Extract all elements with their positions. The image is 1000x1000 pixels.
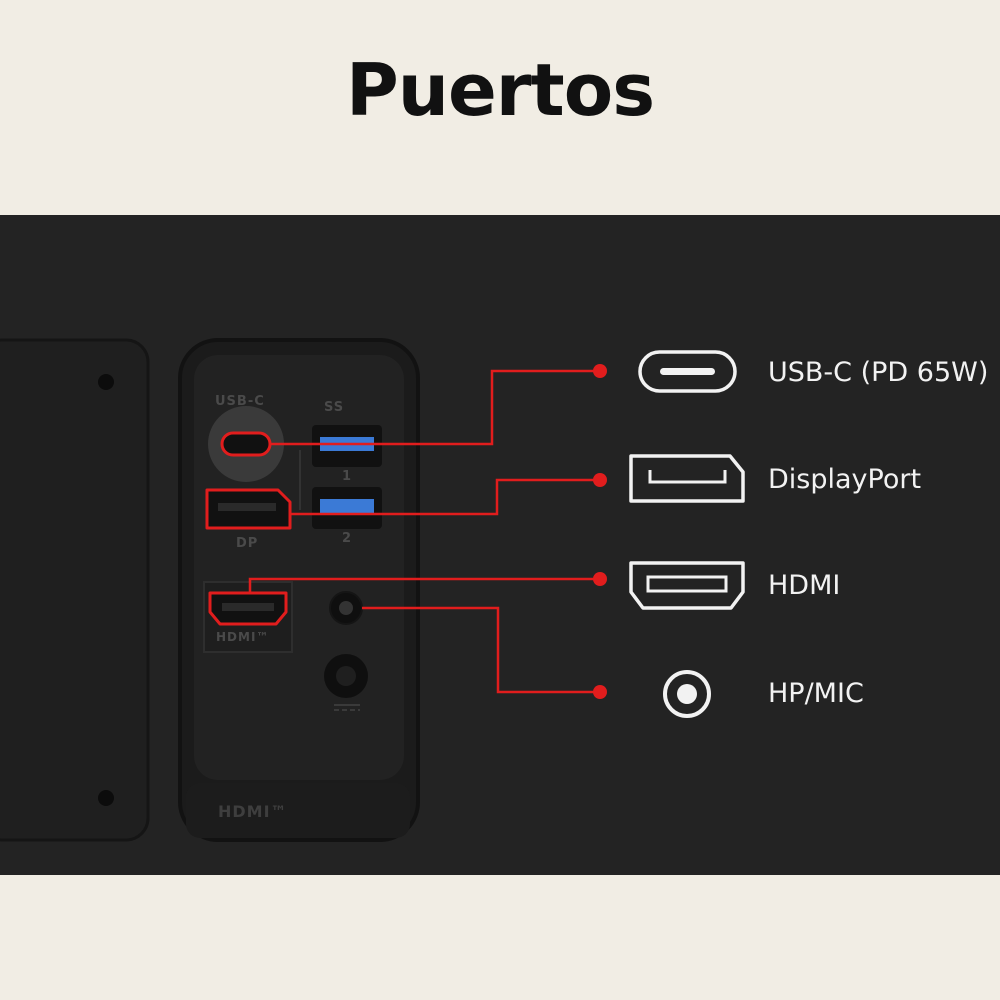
- cover-plate: [0, 338, 150, 842]
- hdmi-pins: [222, 603, 274, 611]
- displayport-icon-slot: [648, 470, 727, 484]
- hdmi-icon: [629, 561, 745, 610]
- callout-line-hdmi: [248, 577, 600, 593]
- legend-label-displayport: DisplayPort: [768, 464, 922, 495]
- usb-c-icon-slot: [660, 368, 715, 375]
- usb-a-port-2-tongue: [320, 499, 374, 513]
- displayport-icon: [629, 454, 745, 503]
- hdmi-panel-label: HDMI™: [216, 630, 270, 644]
- usb-c-panel-label: USB-C: [215, 394, 265, 409]
- callout-line-displayport: [290, 478, 600, 516]
- hdmi-icon-slot: [646, 575, 728, 593]
- legend-label-hdmi: HDMI: [768, 570, 841, 601]
- legend-label-usb-c: USB-C (PD 65W): [768, 357, 989, 388]
- usb-c-icon: [638, 350, 737, 393]
- screw: [98, 374, 114, 390]
- callout-dot: [593, 685, 607, 699]
- callout-line-usb-c: [270, 369, 600, 446]
- callout-line-hp-mic: [362, 606, 600, 694]
- screw: [98, 790, 114, 806]
- hdmi-logo-label: HDMI™: [218, 802, 288, 821]
- audio-jack: [339, 601, 353, 615]
- usb-c-port: [220, 431, 272, 457]
- usb-number-2: 2: [342, 531, 353, 546]
- usb-number-1: 1: [342, 469, 353, 484]
- headphone-jack-icon-center: [677, 684, 697, 704]
- headphone-jack-icon: [663, 670, 711, 718]
- displayport-pins: [218, 503, 276, 511]
- ss-panel-label: SS: [324, 400, 345, 415]
- callout-dot: [593, 572, 607, 586]
- legend-label-hp-mic: HP/MIC: [768, 678, 864, 709]
- page-title: Puertos: [345, 48, 655, 132]
- bay-bottom-plate: [186, 783, 410, 838]
- callout-dot: [593, 473, 607, 487]
- dp-panel-label: DP: [236, 536, 259, 551]
- dc-power-inner: [336, 666, 356, 686]
- callout-dot: [593, 364, 607, 378]
- monitor-back-panel: [0, 215, 1000, 875]
